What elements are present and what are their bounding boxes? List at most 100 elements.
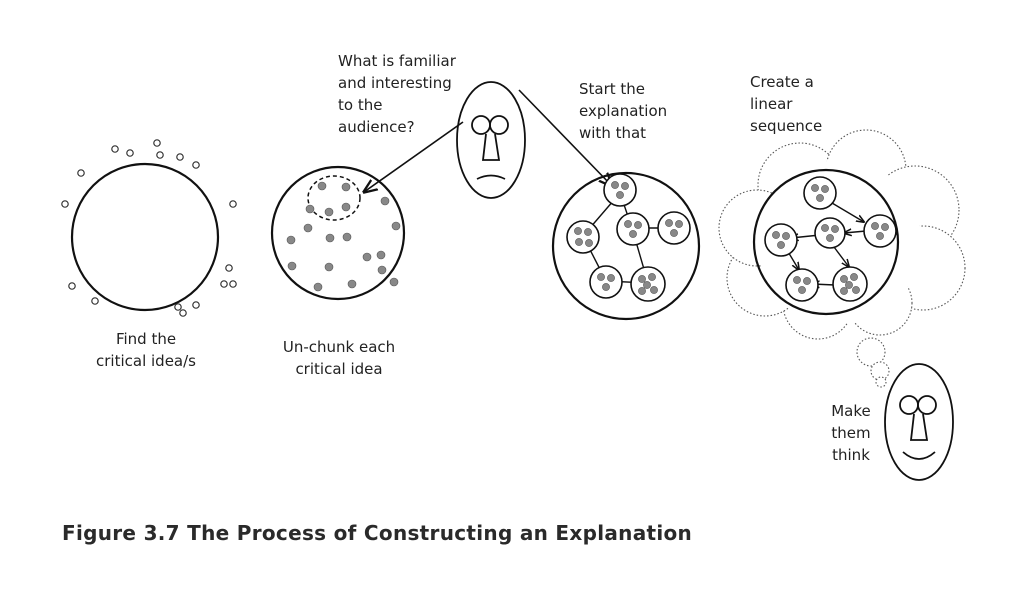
chunk-dot	[777, 241, 785, 249]
chunk-dot	[584, 228, 592, 236]
chunk-dot	[772, 231, 780, 239]
idea-dot	[286, 235, 296, 245]
linear-sequence-label: Create a linear sequence	[750, 73, 823, 135]
sequence-nodes	[764, 176, 897, 302]
chunk-dot	[607, 274, 615, 282]
idea-dot	[391, 221, 401, 231]
chunk-dot	[845, 281, 853, 289]
chunk-dot	[793, 276, 801, 284]
unchunk-circle	[270, 165, 406, 301]
idea-dot	[376, 250, 386, 260]
small-idea-ring	[229, 200, 237, 208]
chunk-dot	[621, 182, 629, 190]
small-idea-ring	[111, 145, 119, 153]
chunk-dot	[798, 286, 806, 294]
small-idea-ring	[176, 153, 184, 161]
idea-dot	[389, 277, 399, 287]
chunk-node	[785, 268, 819, 302]
small-idea-ring	[68, 282, 76, 290]
idea-dot	[317, 181, 327, 191]
chunk-dot	[871, 222, 879, 230]
idea-dot	[342, 232, 352, 242]
small-idea-ring	[153, 139, 161, 147]
chunk-dot	[629, 230, 637, 238]
idea-dot	[324, 262, 334, 272]
idea-dot	[287, 261, 297, 271]
small-idea-ring	[156, 151, 164, 159]
chunk-dot	[611, 181, 619, 189]
small-idea-ring	[229, 280, 237, 288]
floating-ideas	[61, 139, 237, 317]
small-idea-ring	[91, 297, 99, 305]
chunk-dot	[821, 224, 829, 232]
chunk-dot	[638, 275, 646, 283]
chunk-dot	[840, 275, 848, 283]
chunk-node	[814, 217, 846, 249]
idea-dot	[380, 196, 390, 206]
chunk-dot	[638, 287, 646, 295]
small-idea-ring	[174, 303, 182, 311]
chunk-dot	[643, 281, 651, 289]
arrow-to-start	[518, 89, 612, 186]
chunk-node	[616, 212, 650, 246]
chunk-dot	[831, 225, 839, 233]
small-idea-ring	[179, 309, 187, 317]
chunk-dot	[585, 239, 593, 247]
chunk-dot	[803, 277, 811, 285]
chunk-dot	[821, 185, 829, 193]
small-idea-ring	[220, 280, 228, 288]
chunk-dot	[852, 286, 860, 294]
start-explanation-label: Start the explanation with that	[579, 80, 668, 142]
chunk-dot	[782, 232, 790, 240]
small-idea-ring	[225, 264, 233, 272]
critical-idea-circle	[70, 162, 220, 312]
find-critical-idea-label: Find the critical idea/s	[96, 330, 196, 370]
idea-dot	[325, 233, 335, 243]
chunk-dot	[624, 220, 632, 228]
idea-dot	[341, 202, 351, 212]
chunk-dot	[602, 283, 610, 291]
idea-dot	[362, 252, 372, 262]
idea-dot	[313, 282, 323, 292]
small-idea-ring	[192, 161, 200, 169]
chunk-node	[803, 176, 837, 210]
idea-dot	[305, 204, 315, 214]
chunk-node	[863, 214, 897, 248]
chunk-node	[589, 265, 623, 299]
chunk-dot	[597, 273, 605, 281]
chunk-dot	[575, 238, 583, 246]
unchunk-label: Un-chunk each critical idea	[282, 338, 396, 378]
chunk-dot	[811, 184, 819, 192]
chunk-dot	[675, 220, 683, 228]
chunk-node	[566, 220, 600, 254]
idea-dot	[324, 207, 334, 217]
chunk-dot	[574, 227, 582, 235]
chunk-dot	[850, 273, 858, 281]
chunk-dot	[670, 229, 678, 237]
small-idea-ring	[192, 301, 200, 309]
chunk-dot	[634, 221, 642, 229]
idea-dot	[341, 182, 351, 192]
chunk-dot	[826, 234, 834, 242]
chunk-node	[764, 223, 798, 257]
chunk-dot	[881, 223, 889, 231]
chunk-node	[603, 173, 637, 207]
unchunked-dots	[286, 181, 401, 292]
make-them-think-label: Make them think	[831, 402, 871, 464]
idea-dot	[377, 265, 387, 275]
chunk-dot	[650, 286, 658, 294]
chunk-dot	[665, 219, 673, 227]
arrow-to-familiar	[364, 121, 464, 192]
chunk-dot	[876, 232, 884, 240]
familiar-question-label: What is familiar and interesting to the …	[338, 52, 456, 136]
small-idea-ring	[126, 149, 134, 157]
chunk-dot	[648, 273, 656, 281]
network-nodes	[566, 173, 691, 302]
chunk-dot	[840, 287, 848, 295]
small-idea-ring	[61, 200, 69, 208]
smiling-face-icon	[884, 363, 954, 481]
chunk-dot	[616, 191, 624, 199]
figure-caption: Figure 3.7 The Process of Constructing a…	[62, 521, 693, 545]
small-idea-ring	[77, 169, 85, 177]
